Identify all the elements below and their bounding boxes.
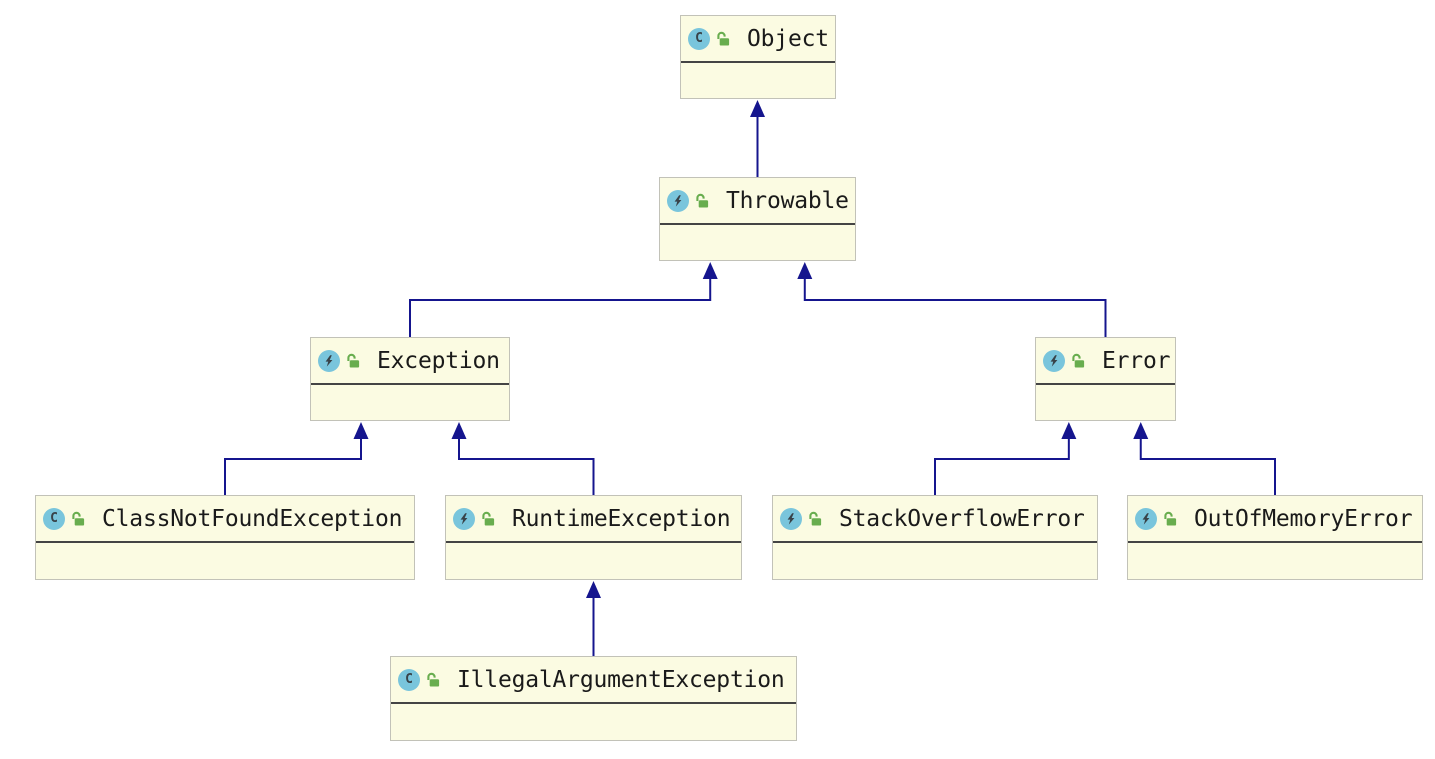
- class-node-error[interactable]: Error: [1035, 337, 1176, 421]
- class-node-iae[interactable]: C IllegalArgumentException: [390, 656, 797, 741]
- class-node-runtime[interactable]: RuntimeException: [445, 495, 742, 580]
- unlocked-padlock-icon: [694, 192, 711, 209]
- exception-icon: [667, 189, 689, 212]
- class-node-header: Error: [1036, 338, 1175, 385]
- unlocked-padlock-icon: [1070, 352, 1087, 369]
- unlocked-padlock-icon: [1162, 510, 1179, 527]
- class-name-label: Exception: [377, 347, 500, 374]
- class-name-label: Throwable: [726, 187, 849, 214]
- exception-icon: [780, 507, 802, 530]
- inheritance-edge-cnfe-exception: [224, 422, 369, 495]
- class-name-label: Object: [747, 25, 829, 52]
- extends-arrowhead: [353, 422, 369, 439]
- extends-arrowhead: [451, 422, 467, 439]
- class-name-label: StackOverflowError: [839, 505, 1085, 532]
- exception-icon: [318, 349, 340, 372]
- unlocked-padlock-icon: [807, 510, 824, 527]
- class-name-label: RuntimeException: [512, 505, 731, 532]
- class-icon: C: [688, 27, 710, 50]
- class-node-cnfe[interactable]: C ClassNotFoundException: [35, 495, 415, 580]
- class-name-label: IllegalArgumentException: [457, 666, 785, 693]
- class-node-header: StackOverflowError: [773, 496, 1097, 543]
- inheritance-edge-exception-throwable: [409, 262, 718, 337]
- unlocked-padlock-icon: [70, 510, 87, 527]
- extends-arrowhead: [586, 581, 601, 598]
- inheritance-edge-oome-error: [1133, 422, 1276, 495]
- class-letter: C: [695, 31, 703, 46]
- exception-icon: [1043, 349, 1065, 372]
- class-node-header: RuntimeException: [446, 496, 741, 543]
- class-node-oome[interactable]: OutOfMemoryError: [1127, 495, 1423, 580]
- inheritance-edge-runtime-exception: [451, 422, 595, 495]
- unlocked-padlock-icon: [715, 30, 732, 47]
- class-letter: C: [50, 511, 58, 526]
- class-node-header: OutOfMemoryError: [1128, 496, 1422, 543]
- class-node-throwable[interactable]: Throwable: [659, 177, 856, 261]
- exception-icon: [453, 507, 475, 530]
- inheritance-edge-iae-runtime: [586, 581, 601, 656]
- class-node-soe[interactable]: StackOverflowError: [772, 495, 1098, 580]
- exception-icon: [1135, 507, 1157, 530]
- inheritance-edge-soe-error: [934, 422, 1077, 495]
- inheritance-edge-error-throwable: [797, 262, 1107, 337]
- class-name-label: OutOfMemoryError: [1194, 505, 1413, 532]
- class-letter: C: [405, 672, 413, 687]
- inheritance-edge-throwable-object: [750, 100, 765, 177]
- extends-arrowhead: [1061, 422, 1077, 439]
- class-name-label: Error: [1102, 347, 1171, 374]
- unlocked-padlock-icon: [345, 352, 362, 369]
- class-node-exception[interactable]: Exception: [310, 337, 510, 421]
- class-node-header: C ClassNotFoundException: [36, 496, 414, 543]
- class-node-header: C Object: [681, 16, 835, 63]
- extends-arrowhead: [750, 100, 765, 117]
- class-node-header: Throwable: [660, 178, 855, 225]
- class-icon: C: [398, 668, 420, 691]
- class-node-object[interactable]: C Object: [680, 15, 836, 99]
- class-icon: C: [43, 507, 65, 530]
- unlocked-padlock-icon: [425, 671, 442, 688]
- class-name-label: ClassNotFoundException: [102, 505, 403, 532]
- extends-arrowhead: [702, 262, 718, 279]
- class-node-header: Exception: [311, 338, 509, 385]
- class-node-header: C IllegalArgumentException: [391, 657, 796, 704]
- extends-arrowhead: [797, 262, 813, 279]
- extends-arrowhead: [1133, 422, 1149, 439]
- unlocked-padlock-icon: [480, 510, 497, 527]
